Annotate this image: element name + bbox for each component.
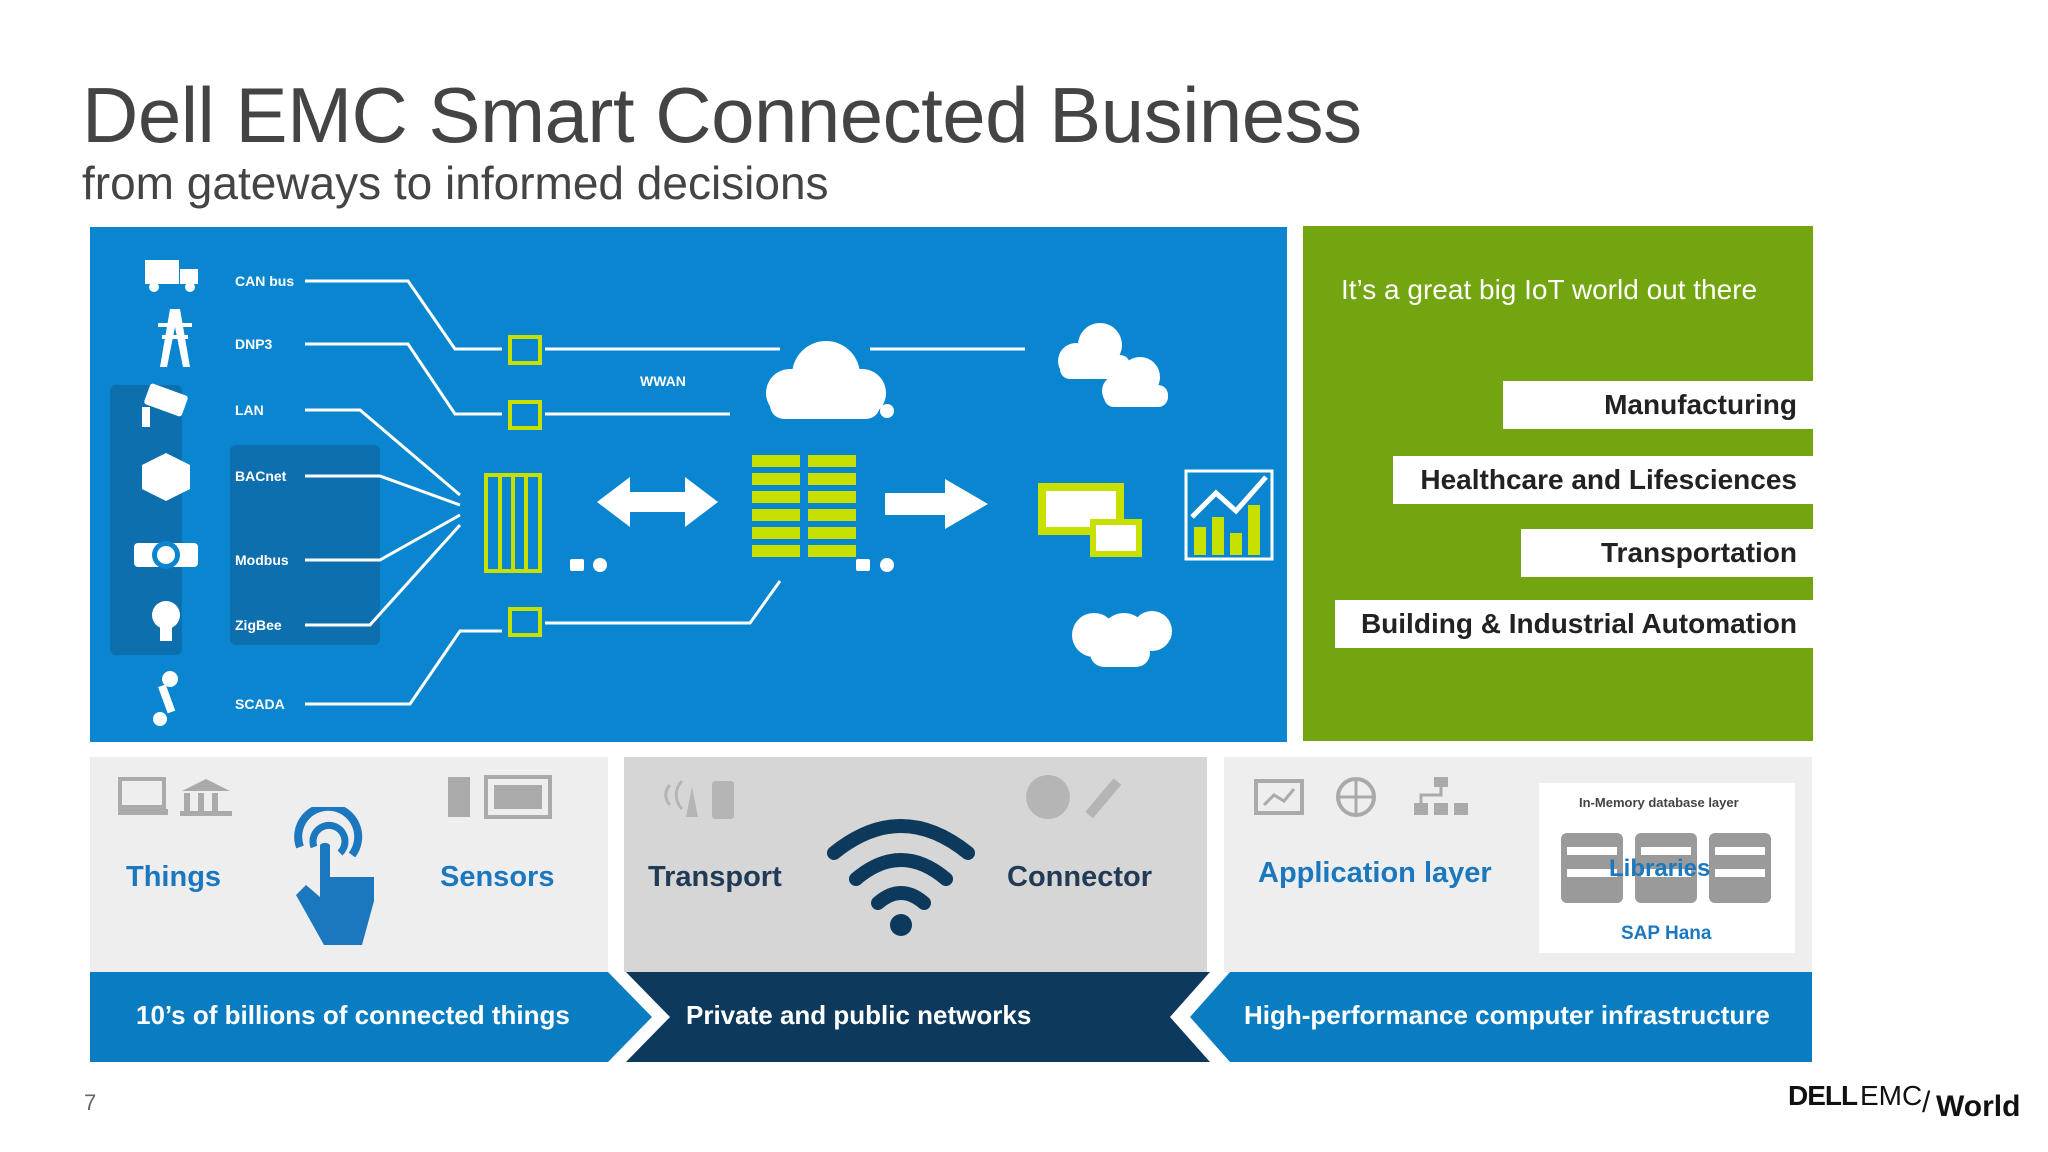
industries-title: It’s a great big IoT world out there <box>1341 274 1758 305</box>
iot-diagram: CAN bus DNP3 LAN BACnet Modbus ZigBee SC… <box>90 227 1287 742</box>
server-cube-icon <box>142 453 190 501</box>
power-tower-icon <box>158 309 192 367</box>
building-backdrop <box>230 445 380 645</box>
sensors-label: Sensors <box>440 861 555 893</box>
lock-icons <box>570 404 894 572</box>
sap-hana-label: SAP Hana <box>1621 923 1712 944</box>
laptop-bank-icons <box>118 777 232 816</box>
network-panel: Transport Connector <box>624 757 1207 972</box>
banner-shapes <box>90 972 1812 1062</box>
application-layer-label: Application layer <box>1258 857 1492 889</box>
handshake-icon <box>1072 611 1172 667</box>
database-cylinders-icon <box>1561 833 1771 903</box>
lock-icon <box>570 559 584 571</box>
dell-emc-world-logo: DELL EMC / World <box>1788 1078 2020 1123</box>
logo-emc: EMC <box>1860 1080 1923 1111</box>
industry-item: Building & Industrial Automation <box>1335 600 1813 648</box>
analytics-chart-icon <box>1184 469 1274 561</box>
right-arrow-icon <box>885 479 988 529</box>
slide-subtitle: from gateways to informed decisions <box>82 157 829 209</box>
industry-item: Manufacturing <box>1503 381 1813 429</box>
logo-dell: DELL <box>1788 1080 1858 1111</box>
database-box: In-Memory database layer Libraries SAP H… <box>1539 783 1795 953</box>
connector-label: Connector <box>1007 861 1152 893</box>
libraries-label: Libraries <box>1609 855 1711 882</box>
gateway-icons <box>484 335 542 637</box>
wifi-icon <box>827 819 975 936</box>
robot-arm-icon <box>153 671 178 726</box>
gear-icon <box>593 558 607 572</box>
protocol-lines <box>305 279 1025 706</box>
lightbulb-icon <box>152 601 180 641</box>
cloud-icons <box>766 323 1168 419</box>
protocol-label: BACnet <box>235 468 287 484</box>
things-panel: Things Sensors <box>90 757 608 972</box>
cloud-cluster-icon <box>1058 323 1168 407</box>
banner-things <box>90 972 652 1062</box>
device-sensor-icons <box>448 775 552 819</box>
lock-icon <box>856 559 870 571</box>
server-rack-icon <box>752 455 856 557</box>
industry-item: Healthcare and Lifesciences <box>1393 456 1813 504</box>
banner-things-text: 10’s of billions of connected things <box>136 1000 570 1030</box>
logo-slash: / <box>1922 1086 1931 1119</box>
transport-label: Transport <box>648 861 782 893</box>
database-title: In-Memory database layer <box>1579 795 1739 810</box>
app-icons <box>1254 777 1468 817</box>
touch-hand-icon <box>294 807 374 945</box>
wwan-label: WWAN <box>640 373 686 389</box>
things-label: Things <box>126 861 222 893</box>
protocol-label: DNP3 <box>235 336 273 352</box>
protocol-label: LAN <box>235 402 264 418</box>
banner-networks <box>626 972 1210 1062</box>
protocol-label: CAN bus <box>235 273 295 289</box>
dashboard-devices-icon <box>1038 483 1142 557</box>
diagram-graphics <box>110 260 1274 726</box>
protocol-label: ZigBee <box>235 617 282 633</box>
valve-icon <box>134 541 198 569</box>
application-panel: Application layer In-Memory database lay… <box>1224 757 1812 972</box>
logo-world: World <box>1936 1090 2021 1123</box>
arrow-icons <box>597 477 988 529</box>
bottom-banner <box>90 972 1812 1062</box>
industry-item: Transportation <box>1521 529 1813 577</box>
banner-infrastructure-text: High-performance computer infrastructure <box>1244 1000 1770 1030</box>
page-number: 7 <box>84 1090 97 1115</box>
device-icons <box>134 260 198 726</box>
antenna-phone-icons <box>664 779 734 819</box>
wwan-cloud-icon <box>766 341 886 419</box>
banner-infrastructure <box>1190 972 1812 1062</box>
security-camera-icon <box>142 383 188 427</box>
lock-icon <box>855 405 869 417</box>
gear-icon <box>880 404 894 418</box>
gear-icon <box>880 558 894 572</box>
device-backdrop <box>110 385 182 655</box>
protocol-label: Modbus <box>235 552 289 568</box>
globe-wrench-icons <box>1026 775 1122 819</box>
slide-title: Dell EMC Smart Connected Business <box>82 71 1362 159</box>
truck-icon <box>145 260 198 292</box>
industries-panel: It’s a great big IoT world out there Man… <box>1303 226 1813 741</box>
banner-networks-text: Private and public networks <box>686 1000 1032 1030</box>
protocol-label: SCADA <box>235 696 285 712</box>
bidirectional-arrow-icon <box>597 477 718 527</box>
